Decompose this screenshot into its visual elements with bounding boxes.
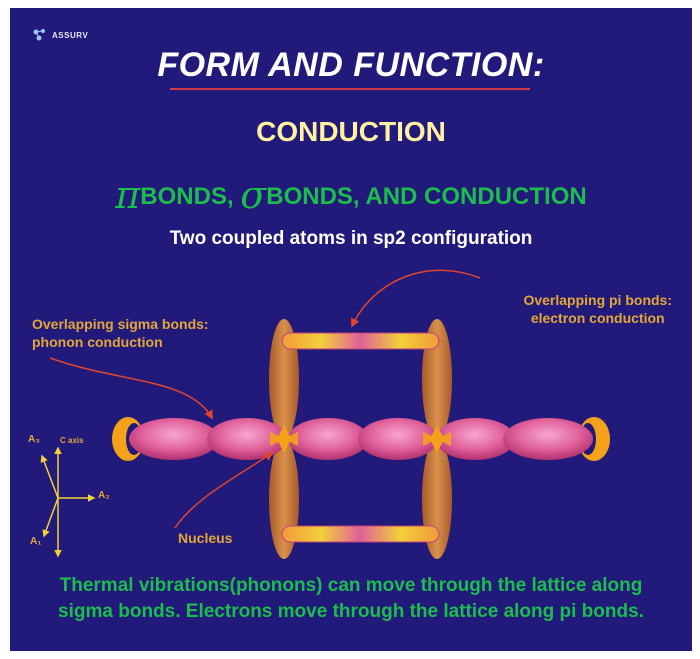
axis-label-a3: A₃ bbox=[28, 434, 40, 445]
crystal-axes bbox=[40, 446, 96, 558]
pi-label-line1: Overlapping pi bonds: bbox=[523, 292, 672, 308]
slide-subtitle: CONDUCTION bbox=[256, 116, 446, 147]
pi-bonds-text: BONDS, bbox=[140, 183, 234, 210]
bonds-heading: πBONDS, σBONDS, AND CONDUCTION bbox=[10, 173, 692, 217]
axis-label-a1: A₁ bbox=[30, 536, 42, 547]
bottom-caption: Thermal vibrations(phonons) can move thr… bbox=[10, 573, 692, 625]
nucleus-left bbox=[270, 425, 298, 453]
sigma-label-line1: Overlapping sigma bonds: bbox=[32, 316, 209, 332]
sigma-bonds bbox=[129, 418, 593, 460]
axis-label-a2: A₂ bbox=[98, 490, 110, 501]
description: Two coupled atoms in sp2 configuration bbox=[169, 228, 533, 249]
sigma-label-line2: phonon conduction bbox=[32, 334, 163, 350]
nucleus-label-arrow bbox=[174, 451, 274, 529]
sigma-lobe-6 bbox=[503, 418, 593, 460]
pi-label-arrow bbox=[351, 269, 481, 328]
sigma-lobe-3 bbox=[288, 418, 368, 460]
sp2-bond-diagram bbox=[40, 269, 610, 559]
pi-symbol: π bbox=[115, 173, 141, 217]
pi-bond-bottom bbox=[281, 525, 440, 543]
sigma-lobe-1 bbox=[129, 418, 219, 460]
sigma-label-arrow bbox=[49, 357, 213, 420]
sigma-bond-label: Overlapping sigma bonds: phonon conducti… bbox=[32, 315, 209, 351]
sigma-lobe-2 bbox=[207, 418, 287, 460]
logo-text: ASSURV bbox=[52, 30, 89, 40]
nucleus-right bbox=[423, 425, 451, 453]
sigma-lobe-4 bbox=[358, 418, 438, 460]
bottom-caption-line1: Thermal vibrations(phonons) can move thr… bbox=[59, 575, 643, 596]
molecule-logo-icon bbox=[33, 29, 45, 41]
pi-bond-top bbox=[281, 332, 440, 350]
pi-bond-label: Overlapping pi bonds: electron conductio… bbox=[523, 291, 672, 327]
nucleus-label: Nucleus bbox=[178, 530, 233, 546]
pi-label-line2: electron conduction bbox=[530, 310, 665, 326]
slide-title: FORM AND FUNCTION: bbox=[157, 46, 545, 84]
axis-label-c: C axis bbox=[60, 436, 84, 445]
sigma-symbol: σ bbox=[240, 173, 267, 217]
logo: ASSURV bbox=[32, 28, 88, 42]
sigma-bonds-text: BONDS, AND CONDUCTION bbox=[266, 183, 587, 210]
sigma-lobe-5 bbox=[435, 418, 515, 460]
bottom-caption-line2: sigma bonds. Electrons move through the … bbox=[58, 601, 644, 622]
slide: ASSURV FORM AND FUNCTION: CONDUCTION πBO… bbox=[10, 8, 692, 651]
title-underline bbox=[170, 88, 530, 90]
